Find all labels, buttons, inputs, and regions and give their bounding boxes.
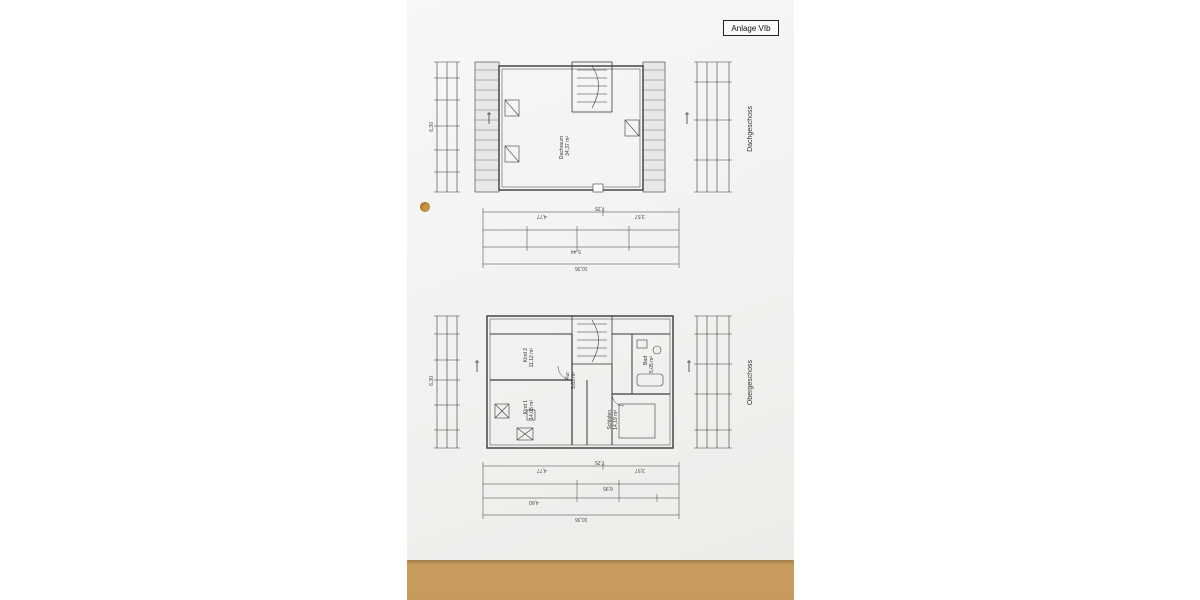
og-dim-total: 7,25 — [595, 459, 605, 465]
og-dim-outer: 10,36 — [575, 516, 588, 522]
annex-badge: Anlage VIb — [723, 20, 779, 36]
punch-hole — [420, 202, 430, 212]
dg-dim-total: 7,25 — [595, 205, 605, 211]
obergeschoss-title: Obergeschoss — [747, 360, 754, 406]
plan-sheet: Anlage VIb — [407, 0, 794, 560]
bad-area: 5,05 m² — [649, 356, 655, 373]
og-dim-a: 4,60 — [529, 499, 539, 505]
schlafen-area: 14,19 m² — [613, 410, 619, 430]
og-dim-b: 6,95 — [603, 485, 613, 491]
dachraum-area: 34,37 m² — [565, 136, 571, 156]
dachgeschoss-title: Dachgeschoss — [747, 106, 754, 152]
dg-dim-outer: 10,36 — [575, 265, 588, 271]
dg-dim-width: 6,30 — [429, 122, 435, 132]
og-dim-right: 3,57 — [635, 467, 645, 473]
dg-dim-mid: 5,44 — [571, 248, 581, 254]
obergeschoss-plan — [434, 315, 732, 519]
dachgeschoss-plan — [434, 61, 732, 268]
kind2-area: 11,12 m² — [529, 348, 535, 368]
flur-area: 5,63 m² — [571, 372, 577, 389]
og-dim-left: 4,77 — [537, 467, 547, 473]
photo-frame: Anlage VIb — [407, 0, 794, 600]
floor-plans-drawing — [434, 61, 732, 519]
dg-dim-left: 4,77 — [537, 213, 547, 219]
og-dim-width: 6,30 — [429, 376, 435, 386]
kind1-area: 14,08 m² — [529, 400, 535, 420]
dg-dim-right: 3,57 — [635, 213, 645, 219]
